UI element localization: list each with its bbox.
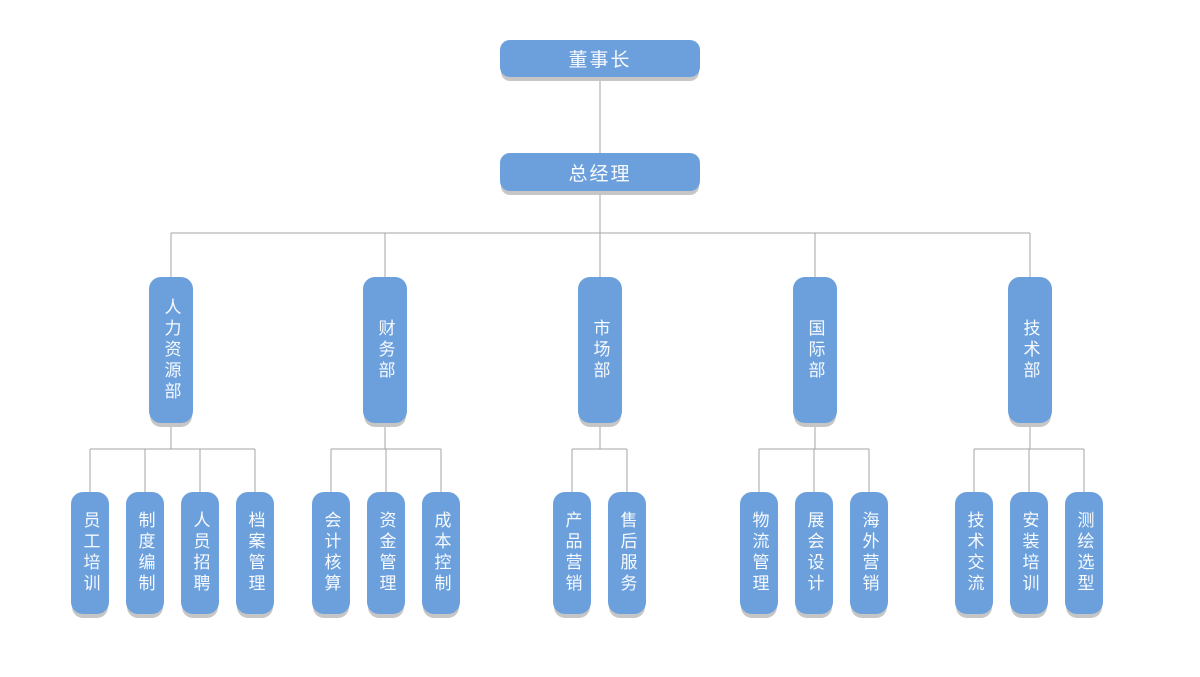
org-node-unit: 展会设计 [795,492,833,614]
node-label: 产品营销 [562,511,582,595]
org-node-unit: 海外营销 [850,492,888,614]
org-node-general-manager: 总经理 [500,153,700,191]
node-label: 展会设计 [804,511,824,595]
node-label: 海外营销 [859,511,879,595]
org-node-unit: 档案管理 [236,492,274,614]
org-node-dept-marketing: 市场部 [578,277,622,423]
node-label: 人员招聘 [190,511,210,595]
org-node-unit: 测绘选型 [1065,492,1103,614]
node-label: 会计核算 [321,511,341,595]
node-label: 董事长 [568,50,632,71]
node-label: 资金管理 [376,511,396,595]
org-node-unit: 制度编制 [126,492,164,614]
org-node-unit: 资金管理 [367,492,405,614]
org-node-unit: 技术交流 [955,492,993,614]
node-label: 技术交流 [964,511,984,595]
connector-dept4-to-children [758,424,870,492]
node-label: 档案管理 [245,511,265,595]
connector-dept3-to-children [571,424,628,492]
node-label: 技术部 [1020,318,1040,382]
node-label: 总经理 [568,163,632,185]
node-label: 售后服务 [617,511,637,595]
node-label: 安装培训 [1019,511,1039,595]
node-label: 物流管理 [749,511,769,595]
node-label: 市场部 [590,318,610,382]
org-node-chairman: 董事长 [500,40,700,77]
org-node-unit: 安装培训 [1010,492,1048,614]
org-node-unit: 员工培训 [71,492,109,614]
node-label: 成本控制 [431,511,451,595]
node-label: 制度编制 [135,511,155,595]
org-node-unit: 会计核算 [312,492,350,614]
org-node-unit: 售后服务 [608,492,646,614]
org-node-dept-international: 国际部 [793,277,837,423]
connector-dept5-to-children [973,424,1085,492]
node-label: 员工培训 [80,511,100,595]
org-node-unit: 人员招聘 [181,492,219,614]
org-node-dept-technology: 技术部 [1008,277,1052,423]
node-label: 国际部 [805,318,825,382]
node-label: 测绘选型 [1074,511,1094,595]
node-label: 人力资源部 [161,297,181,403]
connector-gm-to-departments [170,191,1031,277]
connector-dept2-to-children [330,424,442,492]
org-node-unit: 成本控制 [422,492,460,614]
node-label: 财务部 [375,318,395,382]
org-node-dept-finance: 财务部 [363,277,407,423]
connector-dept1-to-children [89,424,256,492]
org-node-dept-hr: 人力资源部 [149,277,193,423]
org-node-unit: 物流管理 [740,492,778,614]
org-node-unit: 产品营销 [553,492,591,614]
